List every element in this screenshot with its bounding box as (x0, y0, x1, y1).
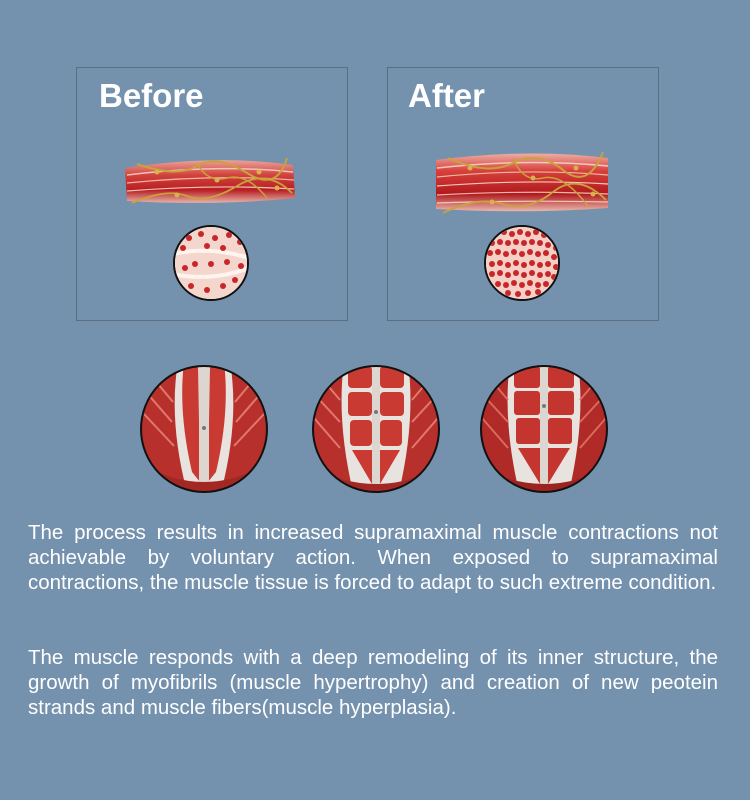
before-panel: Before (76, 67, 348, 321)
abdominal-progression (0, 362, 750, 496)
cross-section-before (173, 225, 249, 301)
cross-section-after (484, 225, 560, 301)
after-panel: After (387, 67, 659, 321)
abdominal-muscles-stage-3 (480, 365, 608, 493)
after-title: After (408, 77, 486, 114)
description-paragraph-1: The process results in increased suprama… (28, 521, 718, 594)
muscle-fiber-before (125, 157, 295, 204)
abdominal-muscles-stage-1 (140, 365, 268, 493)
before-illustration (125, 157, 295, 301)
before-title: Before (99, 77, 204, 114)
abdominal-muscles-stage-2 (312, 365, 440, 493)
after-illustration (436, 151, 609, 301)
description-paragraph-2: The muscle responds with a deep remodeli… (28, 646, 718, 719)
muscle-fiber-after (436, 151, 609, 214)
